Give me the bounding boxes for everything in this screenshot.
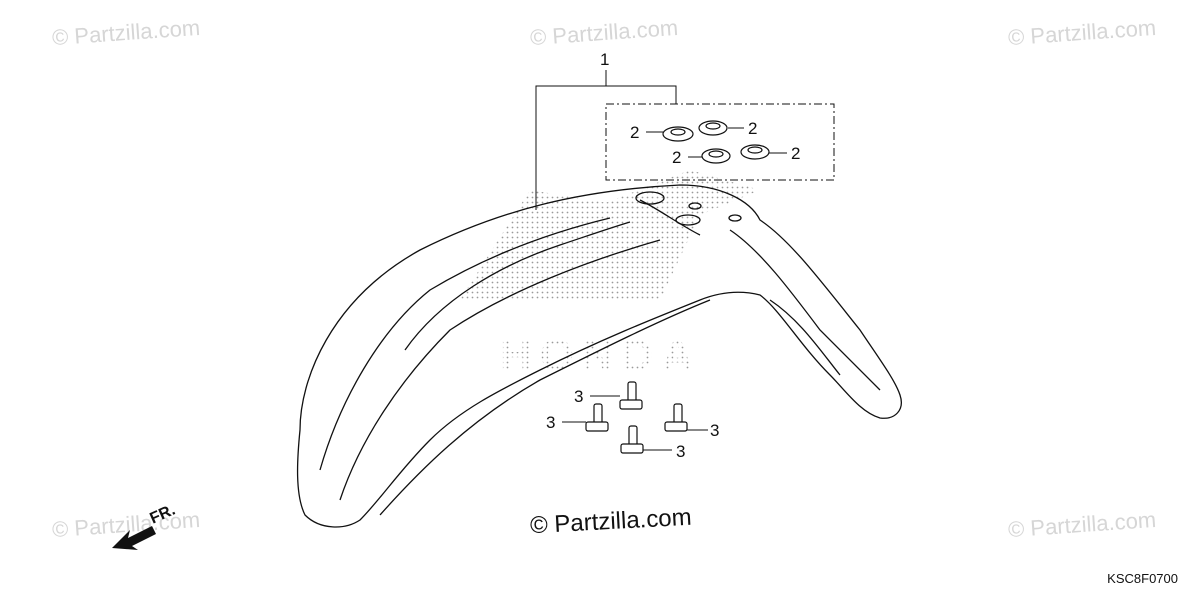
diagram-code: KSC8F0700 bbox=[1107, 571, 1178, 586]
bolt-c bbox=[664, 403, 688, 432]
callout-3-c[interactable]: 3 bbox=[710, 421, 719, 440]
callout-2-c[interactable]: 2 bbox=[672, 148, 681, 167]
bolt-b bbox=[585, 403, 609, 432]
callout-2-d[interactable]: 2 bbox=[791, 144, 800, 163]
callout-3-a[interactable]: 3 bbox=[574, 387, 583, 406]
grommet-b bbox=[698, 120, 728, 136]
grommet-a bbox=[662, 126, 694, 142]
bolt-leaders bbox=[562, 395, 708, 451]
grommet-leaders bbox=[646, 127, 787, 158]
callout-3-d[interactable]: 3 bbox=[676, 442, 685, 461]
bolt-d bbox=[620, 425, 644, 454]
grommet-group-box bbox=[605, 103, 835, 181]
forward-arrow-icon bbox=[112, 526, 156, 550]
callout-2-a[interactable]: 2 bbox=[630, 123, 639, 142]
grommet-c bbox=[701, 148, 731, 164]
honda-ghost-logo: HONDA bbox=[460, 170, 760, 380]
grommet-d bbox=[740, 144, 770, 160]
callout-2-b[interactable]: 2 bbox=[748, 119, 757, 138]
grommets[interactable] bbox=[662, 120, 770, 164]
honda-ghost-text: HONDA bbox=[500, 331, 701, 380]
bolts[interactable] bbox=[585, 381, 688, 454]
callout-1-leader bbox=[535, 70, 677, 210]
callout-1[interactable]: 1 bbox=[600, 50, 609, 69]
callout-3-b[interactable]: 3 bbox=[546, 413, 555, 432]
bolt-a bbox=[619, 381, 643, 410]
front-fender[interactable] bbox=[296, 184, 902, 528]
